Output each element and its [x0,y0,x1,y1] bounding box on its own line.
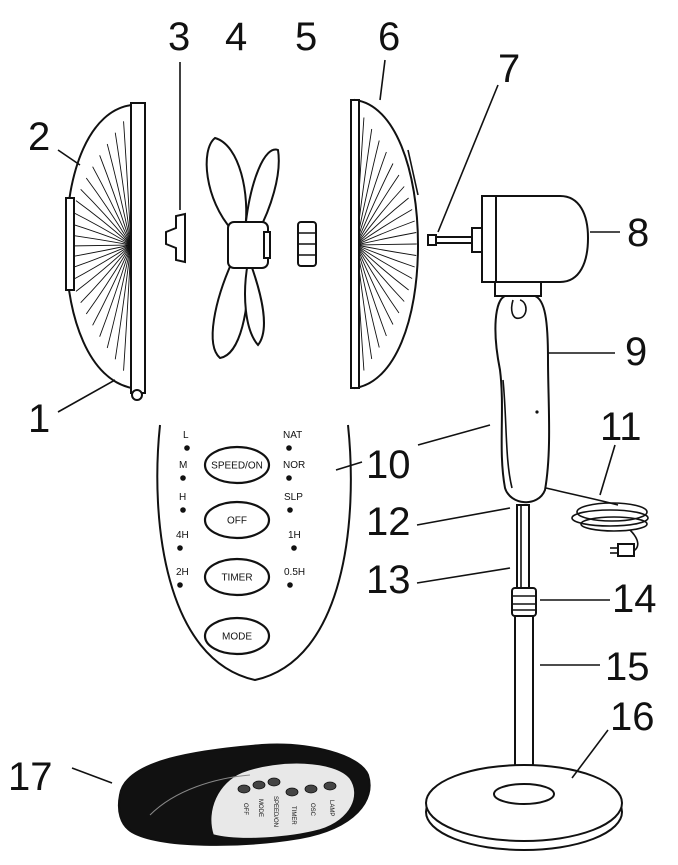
inner-tube [516,504,530,591]
panel-right-label: 1H [288,530,301,541]
callout-9: 9 [625,330,647,374]
remote-button-label: OSC [309,803,315,817]
remote-button-label: TIMER [290,806,296,825]
motor-shaft [427,227,483,253]
panel-left-label: M [179,460,187,471]
indicator-dot [180,475,186,481]
indicator-dot [180,507,186,513]
motor-nut [297,221,317,267]
callout-16: 16 [610,695,655,739]
callout-15: 15 [605,645,650,689]
remote-button [304,784,318,794]
remote-button [237,784,251,794]
height-lock-knob [511,587,537,617]
remote-button [285,787,299,797]
remote-button-label: OFF [242,803,248,815]
callout-4: 4 [225,15,247,59]
front-grille-badge [65,197,75,291]
callout-8: 8 [627,211,649,255]
remote-button [252,780,266,790]
indicator-dot [177,582,183,588]
callout-numbers: 1 2 3 4 5 6 7 8 9 10 11 12 13 14 15 16 1… [8,15,657,799]
remote-button-label: SPEED/ON [272,796,278,827]
blade-hub [227,221,269,269]
off-button-label: OFF [227,516,247,527]
speed-on-button [203,445,271,485]
panel-left-label: H [179,492,186,503]
fan-blade [205,136,280,360]
callout-12: 12 [366,500,411,544]
callout-10: 10 [366,443,411,487]
motor-housing [481,195,590,297]
power-cord [545,487,649,557]
grille-clip [131,389,143,401]
timer-button-label: TIMER [221,573,252,584]
panel-right-label: 0.5H [284,567,305,578]
spinner-cap [165,212,186,264]
callout-7: 7 [498,47,520,91]
callout-14: 14 [612,577,657,621]
remote-button-label: MODE [257,799,263,817]
base [425,764,623,851]
remote-button [267,777,281,787]
remote-control: OFF MODE SPEED/ON TIMER OSC LAMP [117,743,371,846]
power-plug [617,543,635,557]
indicator-dot [184,445,190,451]
panel-left-label: 2H [176,567,189,578]
callout-3: 3 [168,15,190,59]
mode-button-label: MODE [222,632,252,643]
indicator-dot [287,507,293,513]
callout-5: 5 [295,15,317,59]
callout-6: 6 [378,15,400,59]
callout-13: 13 [366,558,411,602]
indicator-dot [291,545,297,551]
off-button [203,500,271,540]
panel-right-label: NAT [283,430,302,441]
indicator-dot [286,445,292,451]
speed-on-button-label: SPEED/ON [211,461,263,472]
panel-right-label: SLP [284,492,303,503]
panel-left-label: 4H [176,530,189,541]
rear-grille [350,98,420,390]
callout-1: 1 [28,397,50,441]
remote-button-label: LAMP [328,800,334,816]
indicator-dot [177,545,183,551]
callout-11: 11 [600,405,642,449]
front-grille [64,102,146,401]
control-panel: L M H 4H 2H NAT NOR SLP 1H 0.5H SPEED/ON OFF TIMER MO… [156,424,352,682]
callout-2: 2 [28,115,50,159]
remote-button [323,781,337,791]
panel-left-label: L [183,430,189,441]
rear-grille-rim [350,99,360,389]
upper-body [494,295,551,504]
front-grille-rim [130,102,146,394]
indicator-dot [287,582,293,588]
callout-17: 17 [8,755,53,799]
remote-button-panel [209,762,356,840]
indicator-dot [286,475,292,481]
mode-button [203,616,271,656]
panel-right-label: NOR [283,460,305,471]
timer-button [203,557,271,597]
leader-lines [57,59,620,784]
